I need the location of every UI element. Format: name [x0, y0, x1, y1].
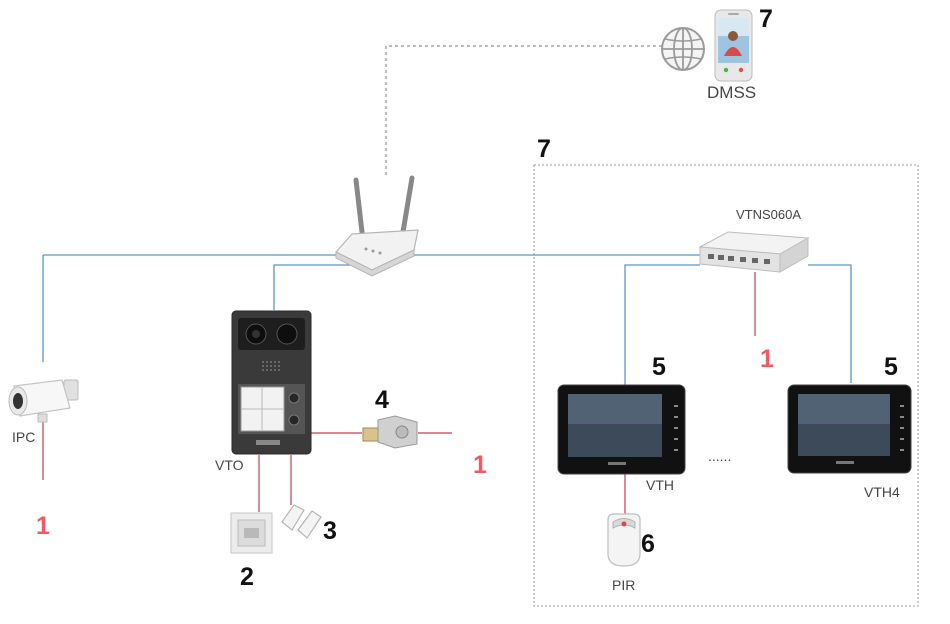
group-number: 7	[537, 135, 551, 163]
door-sensor-icon	[281, 504, 322, 539]
ipc-power-number: 1	[36, 512, 50, 540]
more-monitors-ellipsis: ......	[708, 448, 731, 464]
connections	[42, 45, 852, 515]
card-reader-icon	[230, 512, 273, 554]
lock-number: 4	[375, 386, 389, 414]
vto-label: VTO	[215, 457, 244, 473]
pir-label: PIR	[612, 577, 635, 593]
switch-label: VTNS060A	[736, 207, 801, 222]
pir-number: 6	[641, 530, 655, 558]
smartphone-icon	[714, 9, 753, 82]
switch-power-number: 1	[760, 345, 774, 373]
switch-vth4-link	[808, 264, 852, 383]
electric-lock-icon	[362, 415, 418, 449]
vto-network-drop	[273, 264, 352, 310]
card-number: 2	[240, 563, 254, 591]
door-station-icon	[231, 310, 312, 455]
vth4-label: VTH4	[864, 484, 900, 500]
indoor-group-box	[533, 164, 919, 607]
phone-number: 7	[759, 5, 773, 33]
network-switch-icon	[698, 231, 810, 273]
pir-detector-icon	[607, 513, 641, 567]
lock-power-number: 1	[473, 451, 487, 479]
indoor-monitor-icon	[787, 384, 912, 474]
indoor-monitor-icon	[557, 384, 686, 475]
dmss-label: DMSS	[707, 83, 756, 102]
internet-link	[385, 45, 662, 175]
globe-icon	[661, 27, 705, 71]
bullet-camera-icon	[8, 379, 79, 423]
wifi-router-icon	[335, 175, 419, 277]
sensor-number: 3	[323, 517, 337, 545]
switch-vth-link	[624, 264, 700, 385]
ipc-label: IPC	[12, 429, 35, 445]
vth-label: VTH	[646, 477, 674, 493]
vth-number: 5	[652, 353, 666, 381]
vth4-number: 5	[884, 353, 898, 381]
